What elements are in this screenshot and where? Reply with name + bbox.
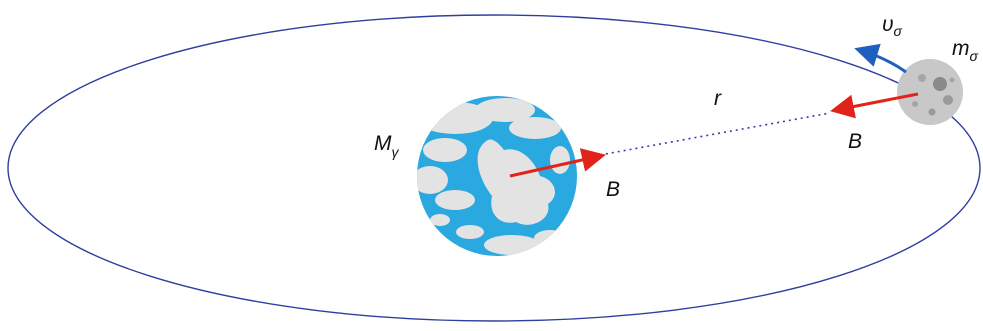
distance-label: r (714, 87, 722, 110)
velocity-label: υσ (882, 13, 903, 39)
earth-mass-label: Mγ (374, 132, 400, 160)
velocity-arrow (854, 43, 907, 74)
force-label-earth: B (606, 178, 620, 201)
moon-mass-label: mσ (952, 37, 979, 64)
force-arrow-on-moon (830, 92, 919, 119)
distance-line (599, 112, 831, 156)
moon-icon (897, 59, 963, 125)
force-arrow-on-earth (509, 148, 606, 178)
force-label-moon: B (848, 130, 862, 153)
orbit-path (7, 14, 981, 322)
earth-icon (417, 96, 577, 256)
